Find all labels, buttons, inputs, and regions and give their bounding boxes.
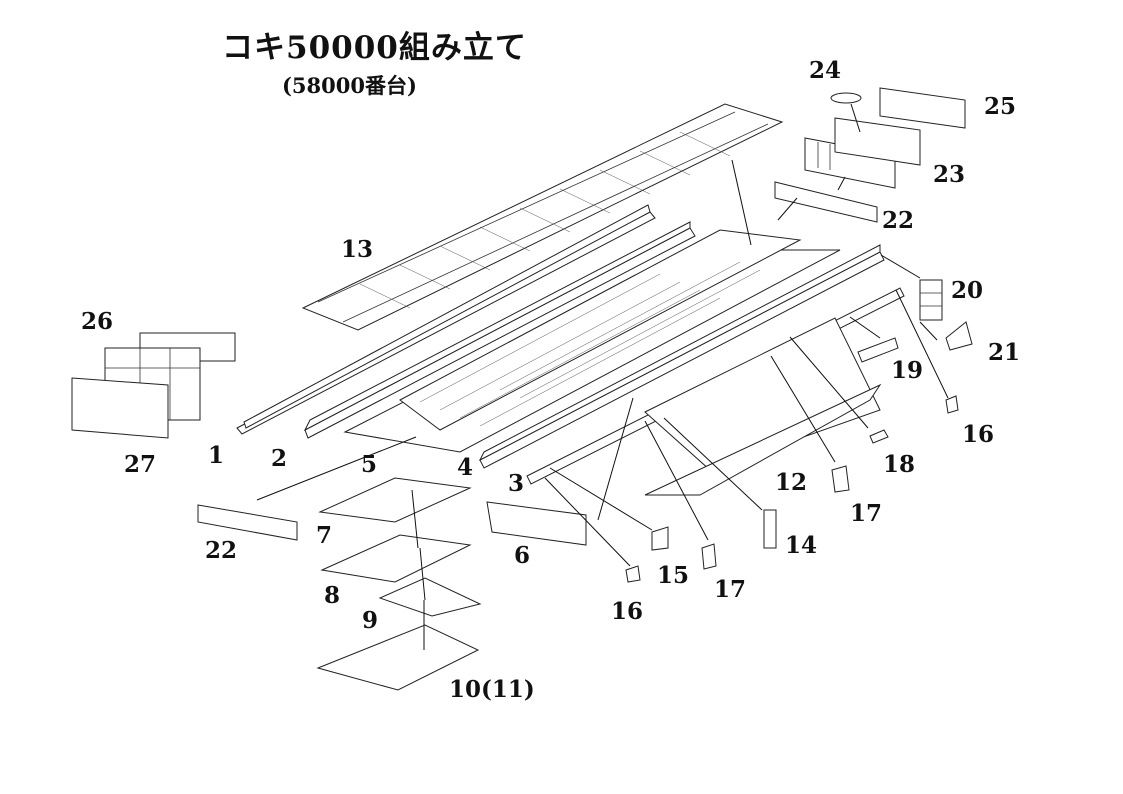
label-part-21: 21 [988,339,1020,366]
part-5-center-frame [343,229,841,453]
part-20-end-panel [919,279,943,321]
part-13-deck-top [301,103,784,331]
part-22-side-panel-right [774,181,878,223]
label-part-17-right: 17 [850,500,882,527]
diagram-title: コキ50000組み立て [222,30,527,66]
part-19-plate [857,337,899,363]
part-7-plate [318,477,472,523]
label-part-19: 19 [891,357,923,384]
label-part-6: 6 [514,542,530,569]
label-part-2: 2 [271,445,287,472]
part-4-side-sill [478,244,885,469]
part-10-plate [316,624,480,691]
part-21-bracket [945,321,973,351]
label-part-4: 4 [457,454,473,481]
part-1-side-sill [236,204,656,435]
part-16-bracket-left [625,565,641,583]
part-27-end-plate [71,377,169,439]
label-part-17-left: 17 [714,576,746,603]
part-23-end-frame [804,117,921,189]
label-part-22-left: 22 [205,537,237,564]
label-part-22-right: 22 [882,207,914,234]
label-part-10: 10(11) [449,676,535,703]
label-part-5: 5 [361,451,377,478]
part-22-side-panel-left [197,504,298,541]
label-part-24: 24 [809,57,841,84]
part-18-plate [869,429,889,444]
part-15-bracket [651,526,669,551]
label-part-1: 1 [208,442,224,469]
part-8-plate [320,534,472,583]
label-part-3: 3 [508,470,524,497]
part-9-plate [378,577,482,617]
diagram-subtitle: (58000番台) [282,73,417,98]
part-16-bracket-right [945,395,959,414]
label-part-7: 7 [316,522,332,549]
part-25-end-plate [879,87,966,129]
part-12-underframe [644,317,882,496]
label-part-20: 20 [951,277,983,304]
part-17-bracket-right [831,465,850,493]
leader-lines [256,103,949,650]
label-part-16-right: 16 [962,421,994,448]
label-part-27: 27 [124,451,156,478]
part-2-side-sill [303,221,696,439]
part-6-panel [486,501,587,546]
label-part-23: 23 [933,161,965,188]
label-part-14: 14 [785,532,817,559]
label-part-9: 9 [362,607,378,634]
label-part-12: 12 [775,469,807,496]
part-24-round-part [830,92,862,104]
label-part-13: 13 [341,236,373,263]
label-part-16-left: 16 [611,598,643,625]
label-part-18: 18 [883,451,915,478]
label-part-8: 8 [324,582,340,609]
label-part-15: 15 [657,562,689,589]
label-part-25: 25 [984,93,1016,120]
part-17-bracket-left [701,543,717,570]
label-part-26: 26 [81,308,113,335]
part-14-post [763,509,777,549]
